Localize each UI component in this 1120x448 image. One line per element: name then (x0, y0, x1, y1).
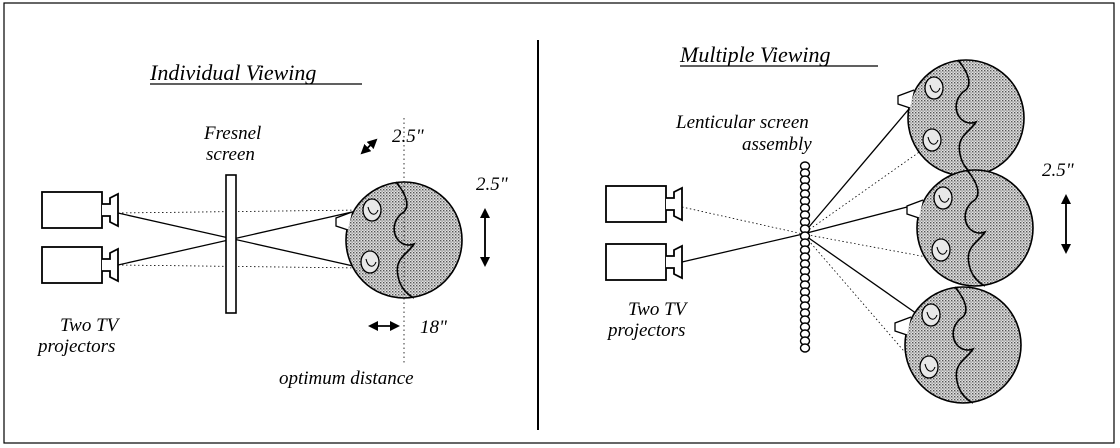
fresnel-label-line1: Fresnel (203, 123, 261, 144)
ray-lower-projector-dotted (117, 264, 363, 269)
diagram-frame (3, 2, 1115, 444)
lenticular-screen (799, 161, 811, 353)
viewer-head-icon (906, 169, 1034, 287)
distance-dimension: 18" (420, 317, 448, 338)
distance-caption: optimum distance (279, 368, 414, 389)
viewer-head-icon (335, 181, 463, 299)
ray-upper-projector-dotted (117, 209, 363, 214)
projector-label-line2: projectors (606, 320, 685, 341)
lenticular-label-line2: assembly (742, 134, 812, 155)
eye-spacing-dimension: 2.5" (392, 126, 425, 147)
individual-viewing-panel: Individual Viewing Fresnel screen 2.5" 2… (36, 60, 509, 389)
ray-upper-projector (117, 212, 363, 269)
ray-to-head-top-dotted (802, 147, 926, 235)
viewer-head-icon (897, 59, 1025, 177)
individual-viewing-title: Individual Viewing (149, 60, 316, 85)
ray-to-head-bottom-dotted (802, 233, 923, 373)
projector-icon (605, 185, 683, 223)
multiple-viewing-panel: Multiple Viewing Lenticular screen assem… (605, 42, 1075, 404)
multiple-viewing-title: Multiple Viewing (679, 42, 831, 67)
projector-label-line1: Two TV (628, 299, 689, 320)
head-movement-dimension: 2.5" (476, 174, 509, 195)
diagonal-arrow-icon (360, 139, 377, 155)
projector-icon (41, 191, 119, 229)
lenticular-label-line1: Lenticular screen (675, 112, 809, 133)
ray-to-head-middle-dotted (802, 233, 933, 259)
ray-lower-projector (117, 209, 362, 266)
ray-lower-projector (681, 233, 804, 263)
projector-label-line1: Two TV (60, 315, 121, 336)
projector-icon (605, 243, 683, 281)
fresnel-screen (225, 174, 237, 314)
ray-to-head-top (802, 89, 926, 235)
lenticule (799, 343, 811, 353)
projector-icon (41, 246, 119, 284)
projector-label-line2: projectors (36, 336, 115, 357)
ray-to-head-bottom (802, 233, 921, 317)
viewer-spacing-dimension: 2.5" (1042, 160, 1075, 181)
fresnel-label-line2: screen (206, 144, 255, 165)
viewer-head-icon (894, 286, 1022, 404)
ray-upper-projector-dotted (681, 206, 804, 235)
